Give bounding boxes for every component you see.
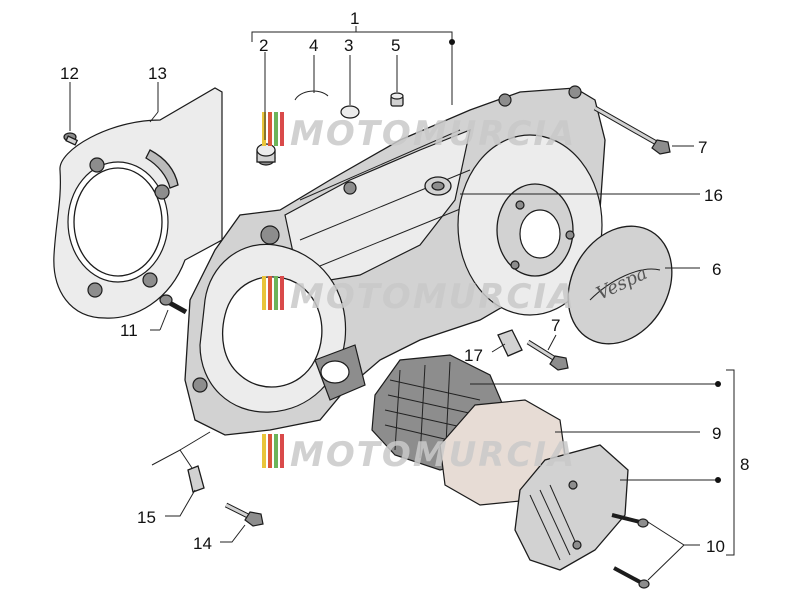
callout-6: 6 [712,260,721,279]
callout-13: 13 [148,64,167,83]
dowel-5 [390,92,404,107]
bolt-11 [159,294,188,315]
seal-ring-3 [340,105,360,119]
callout-7-upper: 7 [698,138,707,157]
callout-10: 10 [706,537,725,556]
watermark-middle: MOTOMURCIA [262,276,576,317]
screw-12 [63,132,79,146]
bracket-15 [187,465,205,493]
callout-7-lower: 7 [551,316,560,335]
svg-text:MOTOMURCIA: MOTOMURCIA [290,114,576,154]
callout-11: 11 [120,321,138,340]
callout-9: 9 [712,424,721,443]
callout-15: 15 [137,508,156,527]
callout-labels: 1 2 4 3 5 12 13 7 16 6 11 7 17 9 8 15 14… [60,9,749,556]
svg-text:MOTOMURCIA: MOTOMURCIA [290,277,576,317]
plug-16 [424,176,452,196]
callout-1: 1 [350,9,359,28]
screws-10 [611,513,650,589]
callout-2: 2 [259,36,268,55]
svg-text:MOTOMURCIA: MOTOMURCIA [290,435,576,475]
watermark-top: MOTOMURCIA [262,112,576,154]
callout-17: 17 [464,346,483,365]
bracket-17 [497,329,523,357]
clip-4 [294,90,329,101]
bushing-2 [256,143,276,166]
vespa-cover-6: Vespa [567,225,673,345]
callout-4: 4 [309,36,318,55]
filter-cover-10 [514,444,629,571]
bolt-7-lower [526,339,569,371]
gasket-plate-13 [53,87,223,319]
bolt-14 [224,502,264,527]
crankcase-cover-1 [184,85,606,436]
bolt-7-upper [593,105,671,155]
callout-14: 14 [193,534,212,553]
callout-5: 5 [391,36,400,55]
watermark-bottom: MOTOMURCIA [262,434,576,475]
callout-8: 8 [740,455,749,474]
leader-lines [69,26,735,581]
callout-16: 16 [704,186,723,205]
callout-3: 3 [344,36,353,55]
callout-12: 12 [60,64,79,83]
